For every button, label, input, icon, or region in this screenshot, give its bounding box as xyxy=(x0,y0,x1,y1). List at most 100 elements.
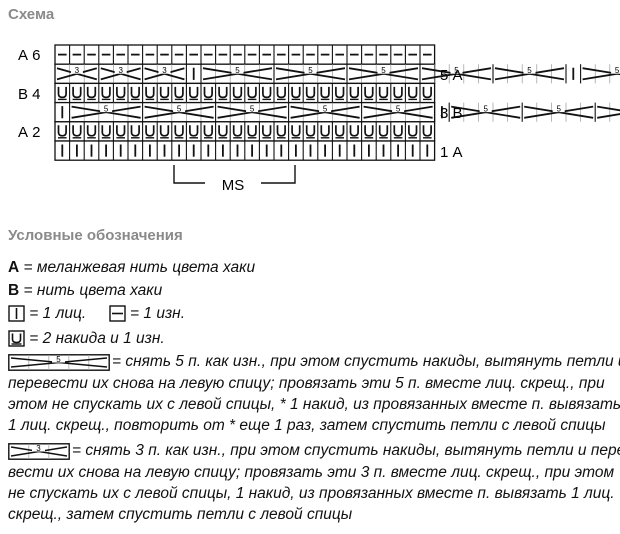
yarnover-mark xyxy=(116,86,126,99)
cross-number-bg xyxy=(377,65,390,74)
cross-mark-b xyxy=(202,67,273,81)
legend-b: В = нить цвета хаки xyxy=(8,281,162,301)
chart-grid: 3335555555555333555555555555555 xyxy=(54,44,620,161)
yarnover-mark xyxy=(349,125,359,137)
legend-title: Условные обозначения xyxy=(8,227,183,244)
cross-number: 5 xyxy=(556,105,561,114)
cross-number: 5 xyxy=(454,66,459,75)
legend-cross-3-line-3: не спускать их с левой спицы, 1 накид, и… xyxy=(8,485,615,502)
cross-mark-a xyxy=(597,105,620,112)
yarnover-mark xyxy=(262,125,272,137)
yarnover-mark xyxy=(72,125,82,137)
cross-mark-b xyxy=(597,113,620,119)
legend-b-key: В xyxy=(8,282,20,299)
yarnover-mark xyxy=(159,86,170,99)
legend-knit-purl: = 1 лиц. = 1 изн. xyxy=(8,304,185,324)
legend-cross-5-line-1: = снять 5 п. как изн., при этом спустить… xyxy=(112,353,620,370)
yarnover-mark xyxy=(335,125,345,137)
yarnover-mark xyxy=(116,125,126,137)
cross-mark-b xyxy=(348,67,419,81)
cross-mark-b xyxy=(582,72,620,81)
cross-number-bg xyxy=(246,104,259,113)
yarnover-mark xyxy=(408,86,418,99)
ms-label: MS xyxy=(222,177,245,194)
ms-label-bg xyxy=(205,175,261,191)
cross-number: 5 xyxy=(381,66,386,75)
legend-cross-5-line-3: этом не спускать их с левой спицы, * 1 н… xyxy=(8,396,620,413)
yarnover-mark xyxy=(276,125,286,137)
yarnover-mark xyxy=(335,86,345,99)
yarnover-mark xyxy=(291,125,301,137)
yarnover-mark xyxy=(320,86,330,99)
cross-number-bg xyxy=(552,104,565,113)
row-label-left-4: В 4 xyxy=(18,86,41,103)
yarnover-mark xyxy=(422,86,432,99)
cross-number: 5 xyxy=(250,105,255,114)
yarnover-mark xyxy=(364,86,374,99)
legend-yarnover: = 2 накида и 1 изн. xyxy=(8,329,165,349)
yarnover-mark xyxy=(262,86,272,99)
cross-number: 5 xyxy=(235,66,240,75)
cross-number-bg xyxy=(114,65,127,74)
yarnover-mark xyxy=(364,125,374,137)
yarnover-mark xyxy=(393,86,403,99)
yarnover-mark xyxy=(408,125,418,137)
cross-number-bg xyxy=(173,104,186,113)
legend-cross-3-line-1: = снять 3 п. как изн., при этом спустить… xyxy=(72,442,620,459)
double-yarnover-stitch-icon xyxy=(8,330,25,348)
cross-number: 5 xyxy=(615,66,620,75)
yarnover-mark xyxy=(57,86,67,99)
yarnover-mark xyxy=(247,86,257,99)
row-label-right-3: 3 В xyxy=(440,105,463,122)
cross-mark-b xyxy=(71,105,141,119)
cross-number: 5 xyxy=(483,105,488,114)
scheme-title: Схема xyxy=(8,6,55,23)
legend-cross-5-line-4: 1 лиц. скрещ., повторить от * еще 1 раз,… xyxy=(8,417,606,434)
cross-number-bg xyxy=(70,65,83,74)
cross-mark-b xyxy=(144,105,214,119)
yarnover-mark xyxy=(101,86,111,99)
legend-cross-3-line-2: вести их снова на левую спицу; провязать… xyxy=(8,464,615,481)
yarnover-mark xyxy=(145,86,155,99)
cross-mark-b xyxy=(451,105,521,119)
row-label-left-6: А 6 xyxy=(18,47,41,64)
yarnover-mark xyxy=(145,125,155,137)
yarnover-mark xyxy=(203,125,213,137)
yarnover-mark xyxy=(276,86,286,99)
yarnover-mark xyxy=(189,125,199,137)
cross-number-bg xyxy=(479,104,492,113)
cross-number-bg xyxy=(231,65,244,74)
cross-number-bg xyxy=(523,65,536,74)
yarnover-mark xyxy=(349,86,359,99)
cross-number-bg xyxy=(450,65,463,74)
cross-mark-b xyxy=(290,105,360,119)
yarnover-mark xyxy=(174,125,184,137)
cross-mark-b xyxy=(524,105,594,119)
yarnover-mark xyxy=(232,86,243,99)
yarnover-mark xyxy=(159,125,170,137)
legend-a: А = меланжевая нить цвета хаки xyxy=(8,258,255,278)
yarnover-mark xyxy=(378,86,389,99)
cross-5-stitch-icon: 5 xyxy=(8,354,110,371)
cross-mark-b xyxy=(144,67,185,81)
cross-mark-b xyxy=(363,105,433,119)
purl-stitch-icon xyxy=(109,305,126,323)
yarnover-mark xyxy=(189,86,199,99)
cross-number-bg xyxy=(319,104,332,113)
yarnover-mark xyxy=(130,86,140,99)
legend-purl-text: = 1 изн. xyxy=(125,305,186,322)
cross-number-bg xyxy=(158,65,171,74)
yarnover-mark xyxy=(305,86,316,99)
yarnover-mark xyxy=(72,86,82,99)
cross-number: 3 xyxy=(162,66,167,75)
yarnover-mark xyxy=(393,125,403,137)
legend-b-text: = нить цвета хаки xyxy=(19,282,163,299)
cross-number: 5 xyxy=(104,105,109,114)
knit-stitch-icon xyxy=(8,305,25,323)
legend-a-text: = меланжевая нить цвета хаки xyxy=(19,259,256,276)
legend-knit-text: = 1 лиц. xyxy=(25,305,87,322)
knitting-chart: 3335555555555333555555555555555 А 6 В 4 … xyxy=(18,44,620,194)
yarnover-mark xyxy=(320,125,330,137)
cross-number-bg xyxy=(611,65,620,74)
legend-a-key: А xyxy=(8,259,20,276)
